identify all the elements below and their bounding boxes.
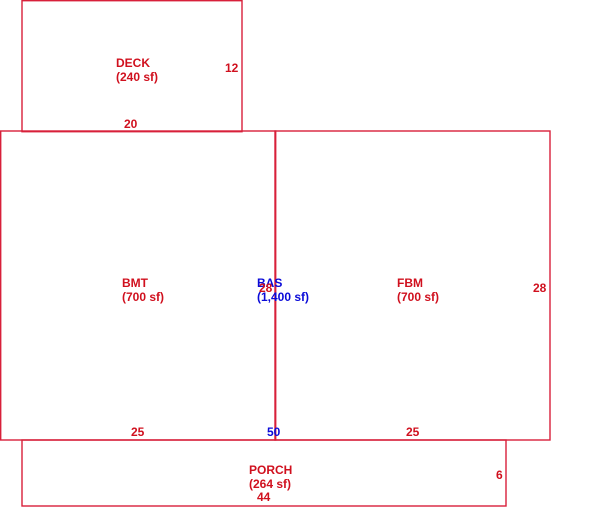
bas-area-label: (1,400 sf)	[257, 290, 309, 304]
bas-bottom-dimension: 50	[267, 425, 281, 439]
porch-bottom-dimension: 44	[257, 490, 271, 504]
deck-bottom-dimension: 20	[124, 117, 138, 131]
bmt-bottom-dimension: 25	[131, 425, 145, 439]
fbm-area-label: (700 sf)	[397, 290, 439, 304]
bas-center-dimension: 28	[259, 281, 273, 295]
porch-side-dimension: 6	[496, 468, 503, 482]
deck-label: DECK	[116, 56, 150, 70]
deck-side-dimension: 12	[225, 61, 239, 75]
porch-label: PORCH	[249, 463, 292, 477]
fbm-bottom-dimension: 25	[406, 425, 420, 439]
porch-outline	[21, 439, 507, 507]
deck-area-label: (240 sf)	[116, 70, 158, 84]
bas-label: BAS	[257, 276, 282, 290]
porch-area-label: (264 sf)	[249, 477, 291, 491]
fbm-label: FBM	[397, 276, 423, 290]
bas-right-dimension: 28	[533, 281, 547, 295]
bmt-label: BMT	[122, 276, 149, 290]
bmt-area-label: (700 sf)	[122, 290, 164, 304]
